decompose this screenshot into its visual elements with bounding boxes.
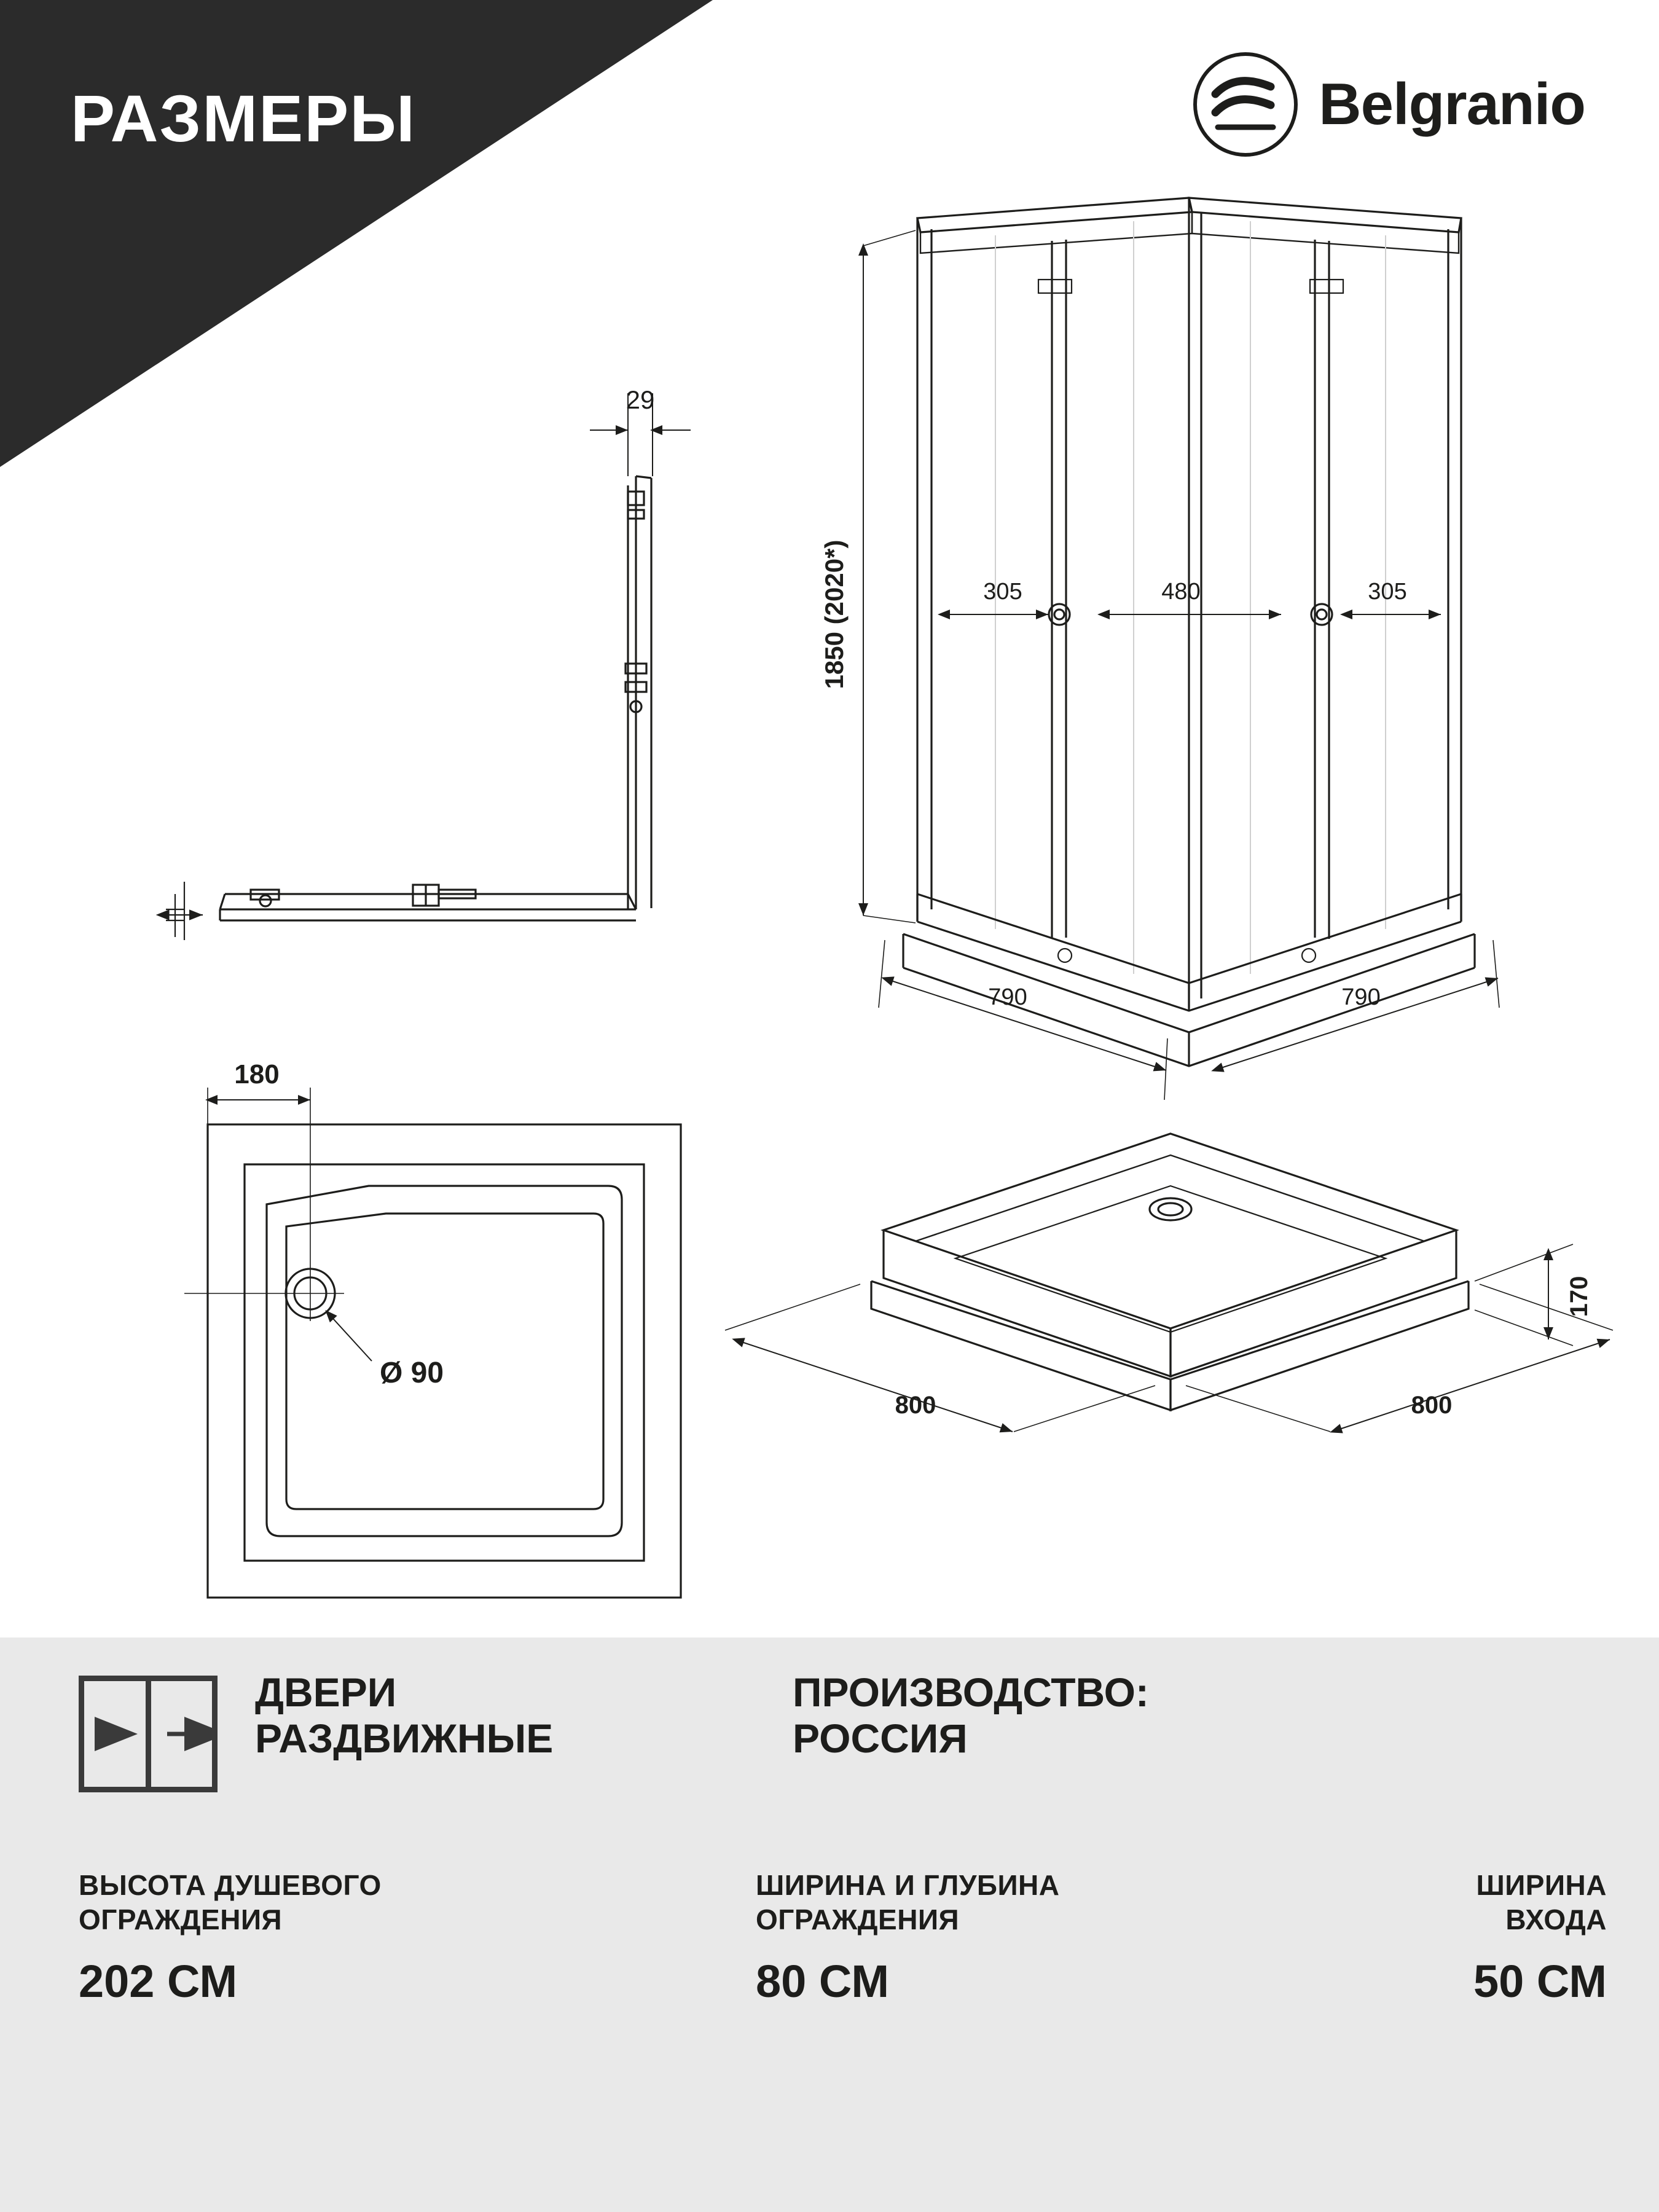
door-type-label: ДВЕРИ РАЗДВИЖНЫЕ xyxy=(255,1669,553,1761)
spec-width-depth-caption: ШИРИНА И ГЛУБИНА ОГРАЖДЕНИЯ xyxy=(756,1868,1223,1937)
spec-height-caption-line1: ВЫСОТА ДУШЕВОГО xyxy=(79,1869,382,1901)
spec-entry-width-caption: ШИРИНА ВХОДА xyxy=(1361,1868,1607,1937)
spec-width-depth-caption-line2: ОГРАЖДЕНИЯ xyxy=(756,1904,960,1936)
tray-isometric xyxy=(724,1132,1614,1433)
door-type-line2: РАЗДВИЖНЫЕ xyxy=(255,1715,554,1761)
dim-drain-label: Ø 90 xyxy=(380,1357,444,1389)
info-panel: ДВЕРИ РАЗДВИЖНЫЕ ПРОИЗВОДСТВО: РОССИЯ ВЫ… xyxy=(0,1637,1659,2212)
spec-width-depth-value: 80 СМ xyxy=(756,1956,889,2007)
specs-row: ВЫСОТА ДУШЕВОГО ОГРАЖДЕНИЯ 202 СМ ШИРИНА… xyxy=(0,1868,1659,2132)
dim-tray-width-left-label: 800 xyxy=(895,1392,936,1419)
spec-height: ВЫСОТА ДУШЕВОГО ОГРАЖДЕНИЯ 202 СМ xyxy=(79,1868,546,2007)
waves-circle-logo-icon xyxy=(1193,52,1298,157)
spec-entry-width-caption-line1: ШИРИНА xyxy=(1476,1869,1607,1901)
production-line2: РОССИЯ xyxy=(793,1715,968,1761)
dim-height-label: 1850 (2020*) xyxy=(820,540,849,689)
technical-drawings: 29 1850 (2020*) 305 480 305 790 790 180 … xyxy=(155,197,1614,1599)
dim-29 xyxy=(590,393,691,476)
door-type-line1: ДВЕРИ xyxy=(255,1669,397,1715)
dim-panel-right-label: 305 xyxy=(1368,579,1406,605)
dim-29-label: 29 xyxy=(626,385,655,414)
spec-entry-width: ШИРИНА ВХОДА 50 СМ xyxy=(1361,1868,1607,2007)
sliding-doors-icon xyxy=(79,1676,218,1792)
spec-width-depth-caption-line1: ШИРИНА И ГЛУБИНА xyxy=(756,1869,1060,1901)
dim-180-label: 180 xyxy=(234,1059,279,1089)
brand-name: Belgranio xyxy=(1319,71,1586,137)
dim-width-left-label: 790 xyxy=(988,984,1027,1010)
spec-entry-width-caption-line2: ВХОДА xyxy=(1505,1904,1607,1936)
spec-width-depth: ШИРИНА И ГЛУБИНА ОГРАЖДЕНИЯ 80 СМ xyxy=(756,1868,1223,2007)
tray-top-view xyxy=(184,1088,682,1599)
spec-height-caption: ВЫСОТА ДУШЕВОГО ОГРАЖДЕНИЯ xyxy=(79,1868,546,1937)
spec-height-value: 202 СМ xyxy=(79,1956,238,2007)
profile-side-view xyxy=(155,475,653,940)
production-label: ПРОИЗВОДСТВО: РОССИЯ xyxy=(793,1669,1149,1761)
dim-tray-height-label: 170 xyxy=(1566,1276,1593,1317)
dim-panel-left-label: 305 xyxy=(983,579,1022,605)
header: РАЗМЕРЫ Belgranio xyxy=(0,0,1659,467)
drawings-svg: 29 1850 (2020*) 305 480 305 790 790 180 … xyxy=(155,197,1614,1599)
dim-width-right-label: 790 xyxy=(1341,984,1380,1010)
dim-panel-center-label: 480 xyxy=(1161,579,1200,605)
panel-top-row: ДВЕРИ РАЗДВИЖНЫЕ ПРОИЗВОДСТВО: РОССИЯ xyxy=(0,1637,1659,1849)
production-line1: ПРОИЗВОДСТВО: xyxy=(793,1669,1149,1715)
dim-tray-width-right-label: 800 xyxy=(1411,1392,1453,1419)
spec-entry-width-value: 50 СМ xyxy=(1473,1956,1607,2007)
page-title: РАЗМЕРЫ xyxy=(71,81,416,155)
spec-height-caption-line2: ОГРАЖДЕНИЯ xyxy=(79,1904,283,1936)
enclosure-front-isometric xyxy=(858,197,1500,1100)
brand-logo: Belgranio xyxy=(1193,52,1586,157)
